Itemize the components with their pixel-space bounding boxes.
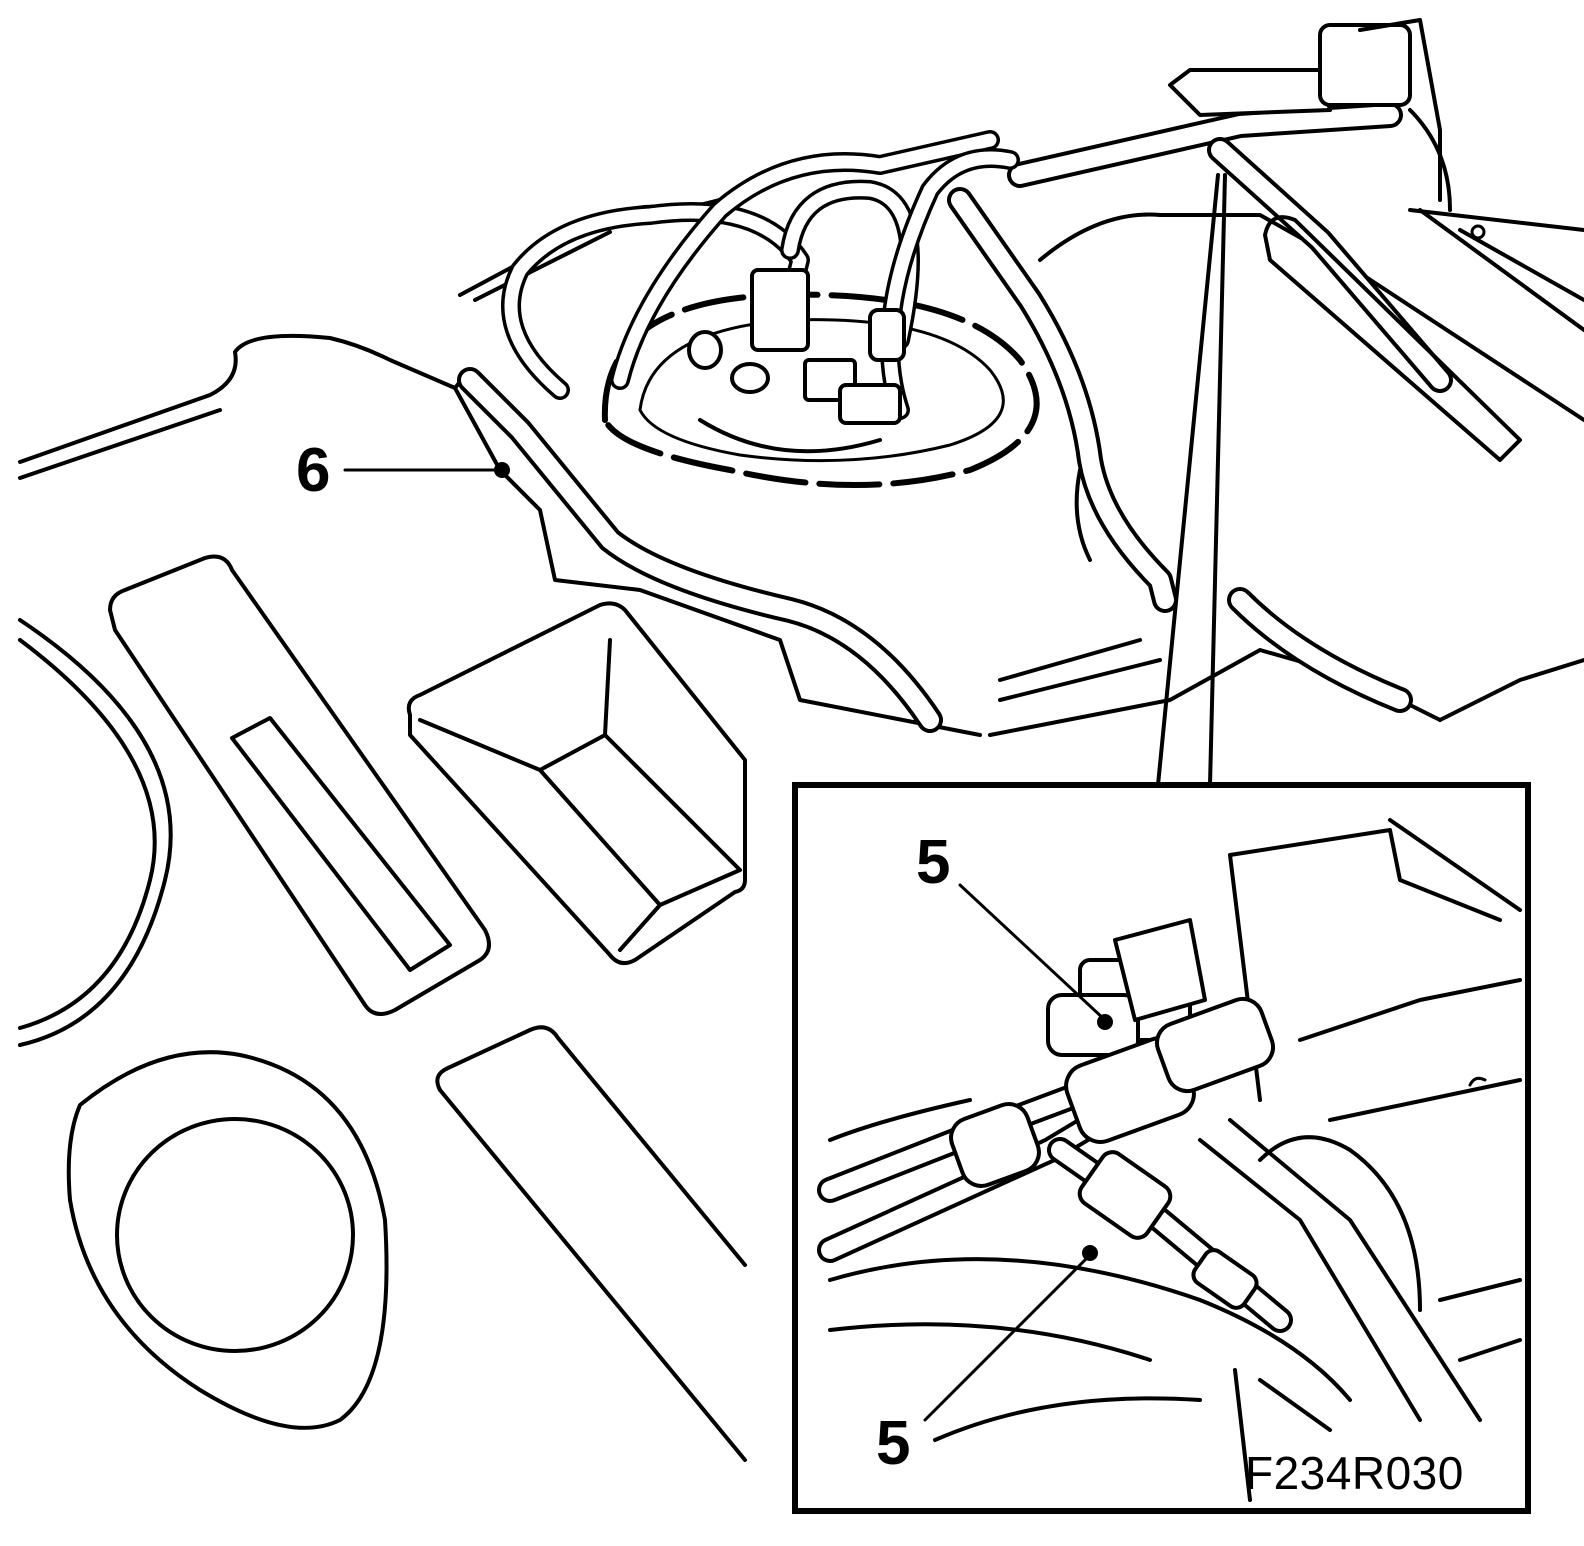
tank-oval-recess [66, 1050, 389, 1430]
leader-5-upper [958, 883, 1107, 1022]
figure-code: F234R030 [1245, 1447, 1464, 1499]
callout-6-label: 6 [296, 436, 331, 505]
top-right-connectors [1168, 18, 1584, 240]
pump-connectors [687, 268, 906, 425]
inset-pointer-lines [1156, 173, 1227, 787]
detail-inset [792, 782, 1531, 1514]
leader-5-lower-dot [1082, 1245, 1098, 1261]
leader-5-upper-dot [1097, 1014, 1113, 1030]
callout-5-upper-label: 5 [916, 828, 951, 897]
tank-rail [1263, 215, 1522, 462]
leader-6-dot [494, 462, 510, 478]
tank-rect-recess [108, 554, 491, 1016]
fuel-tank-body [18, 208, 1584, 737]
leader-5-lower [923, 1253, 1092, 1422]
callout-leaders [343, 462, 1113, 1422]
tank-round-recess [18, 618, 173, 1047]
fuel-hoses [457, 102, 1453, 733]
wiring-harness [501, 130, 1020, 420]
tank-lower-recess [435, 1025, 747, 1462]
callout-5-lower-label: 5 [876, 1409, 911, 1478]
tank-trapezoid-recess [406, 601, 747, 966]
